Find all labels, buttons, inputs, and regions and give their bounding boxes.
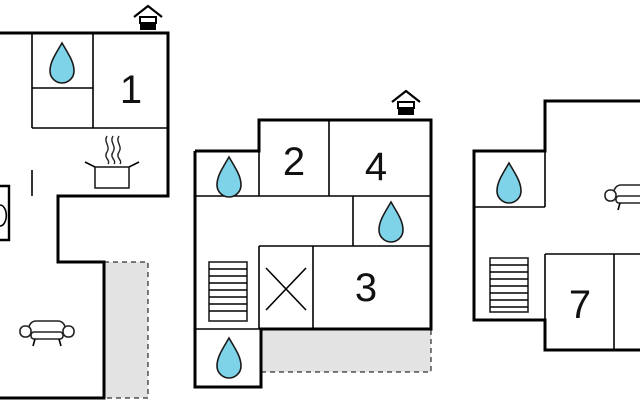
building-left: 1 bbox=[0, 4, 170, 400]
stairs-icon bbox=[489, 257, 529, 313]
terrace-middle bbox=[260, 328, 432, 373]
room-number-3: 3 bbox=[355, 266, 377, 310]
cooking-pot-icon bbox=[84, 135, 140, 189]
water-drop-icon bbox=[496, 162, 522, 204]
water-drop-icon bbox=[216, 337, 242, 379]
room-number-4: 4 bbox=[365, 145, 387, 189]
chimney-icon bbox=[390, 89, 422, 117]
terrace-left bbox=[103, 261, 149, 399]
water-drop-icon bbox=[216, 156, 242, 198]
sofa-icon bbox=[19, 320, 75, 347]
water-drop-icon bbox=[378, 201, 404, 243]
building-middle: 2 4 3 bbox=[193, 89, 433, 389]
room-number-7: 7 bbox=[569, 283, 591, 327]
room-number-1: 1 bbox=[120, 68, 142, 112]
room-number-2: 2 bbox=[283, 140, 305, 184]
stairs-icon bbox=[208, 261, 248, 322]
sofa-icon bbox=[604, 184, 640, 211]
building-right: 7 bbox=[472, 99, 640, 352]
chimney-icon bbox=[132, 4, 164, 32]
water-drop-icon bbox=[49, 42, 75, 84]
cross-void-icon bbox=[265, 267, 307, 311]
